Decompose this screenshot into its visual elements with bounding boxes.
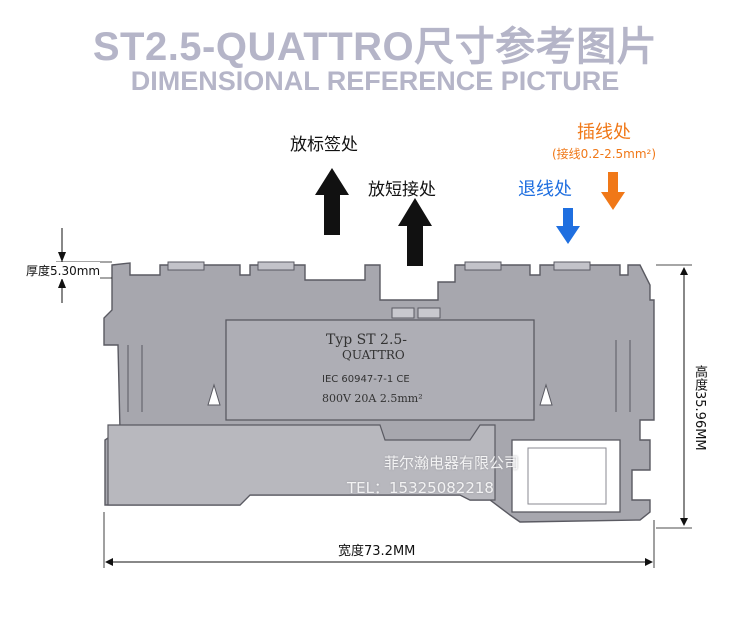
label-plate xyxy=(225,319,535,421)
plate-model-line: Typ ST 2.5- xyxy=(326,332,408,348)
wire-insert-range-label: (接线0.2-2.5mm²) xyxy=(552,147,657,161)
wire-window xyxy=(511,439,621,513)
marking-arrow-icon xyxy=(315,168,349,235)
page-title: ST2.5-QUATTRO尺寸参考图片 xyxy=(92,25,658,69)
marking-area-label: 放标签处 xyxy=(290,135,358,155)
thickness-dimension-label: 厚度5.30mm xyxy=(26,262,101,279)
width-dimension-label: 宽度73.2MM xyxy=(336,540,418,559)
wire-release-arrow-icon xyxy=(556,208,580,244)
rail-foot xyxy=(107,424,496,506)
wire-insert-arrow-icon xyxy=(601,172,625,210)
plate-rating-line: 800V 20A 2.5mm² xyxy=(322,392,423,405)
watermark-phone: TEL：15325082218 xyxy=(347,479,494,497)
wire-insert-label: 插线处 xyxy=(577,122,631,143)
wire-release-label: 退线处 xyxy=(518,179,572,200)
watermark-company: 菲尔瀚电器有限公司 xyxy=(384,454,520,472)
height-dimension-label: 高度35.96MM xyxy=(692,365,707,451)
plate-model-suffix: QUATTRO xyxy=(342,348,405,362)
page-subtitle: DIMENSIONAL REFERENCE PICTURE xyxy=(130,66,620,96)
short-circuit-area-label: 放短接处 xyxy=(368,180,436,200)
short-circuit-arrow-icon xyxy=(398,198,432,266)
plate-standard-line: IEC 60947-7-1 CE xyxy=(322,374,410,385)
